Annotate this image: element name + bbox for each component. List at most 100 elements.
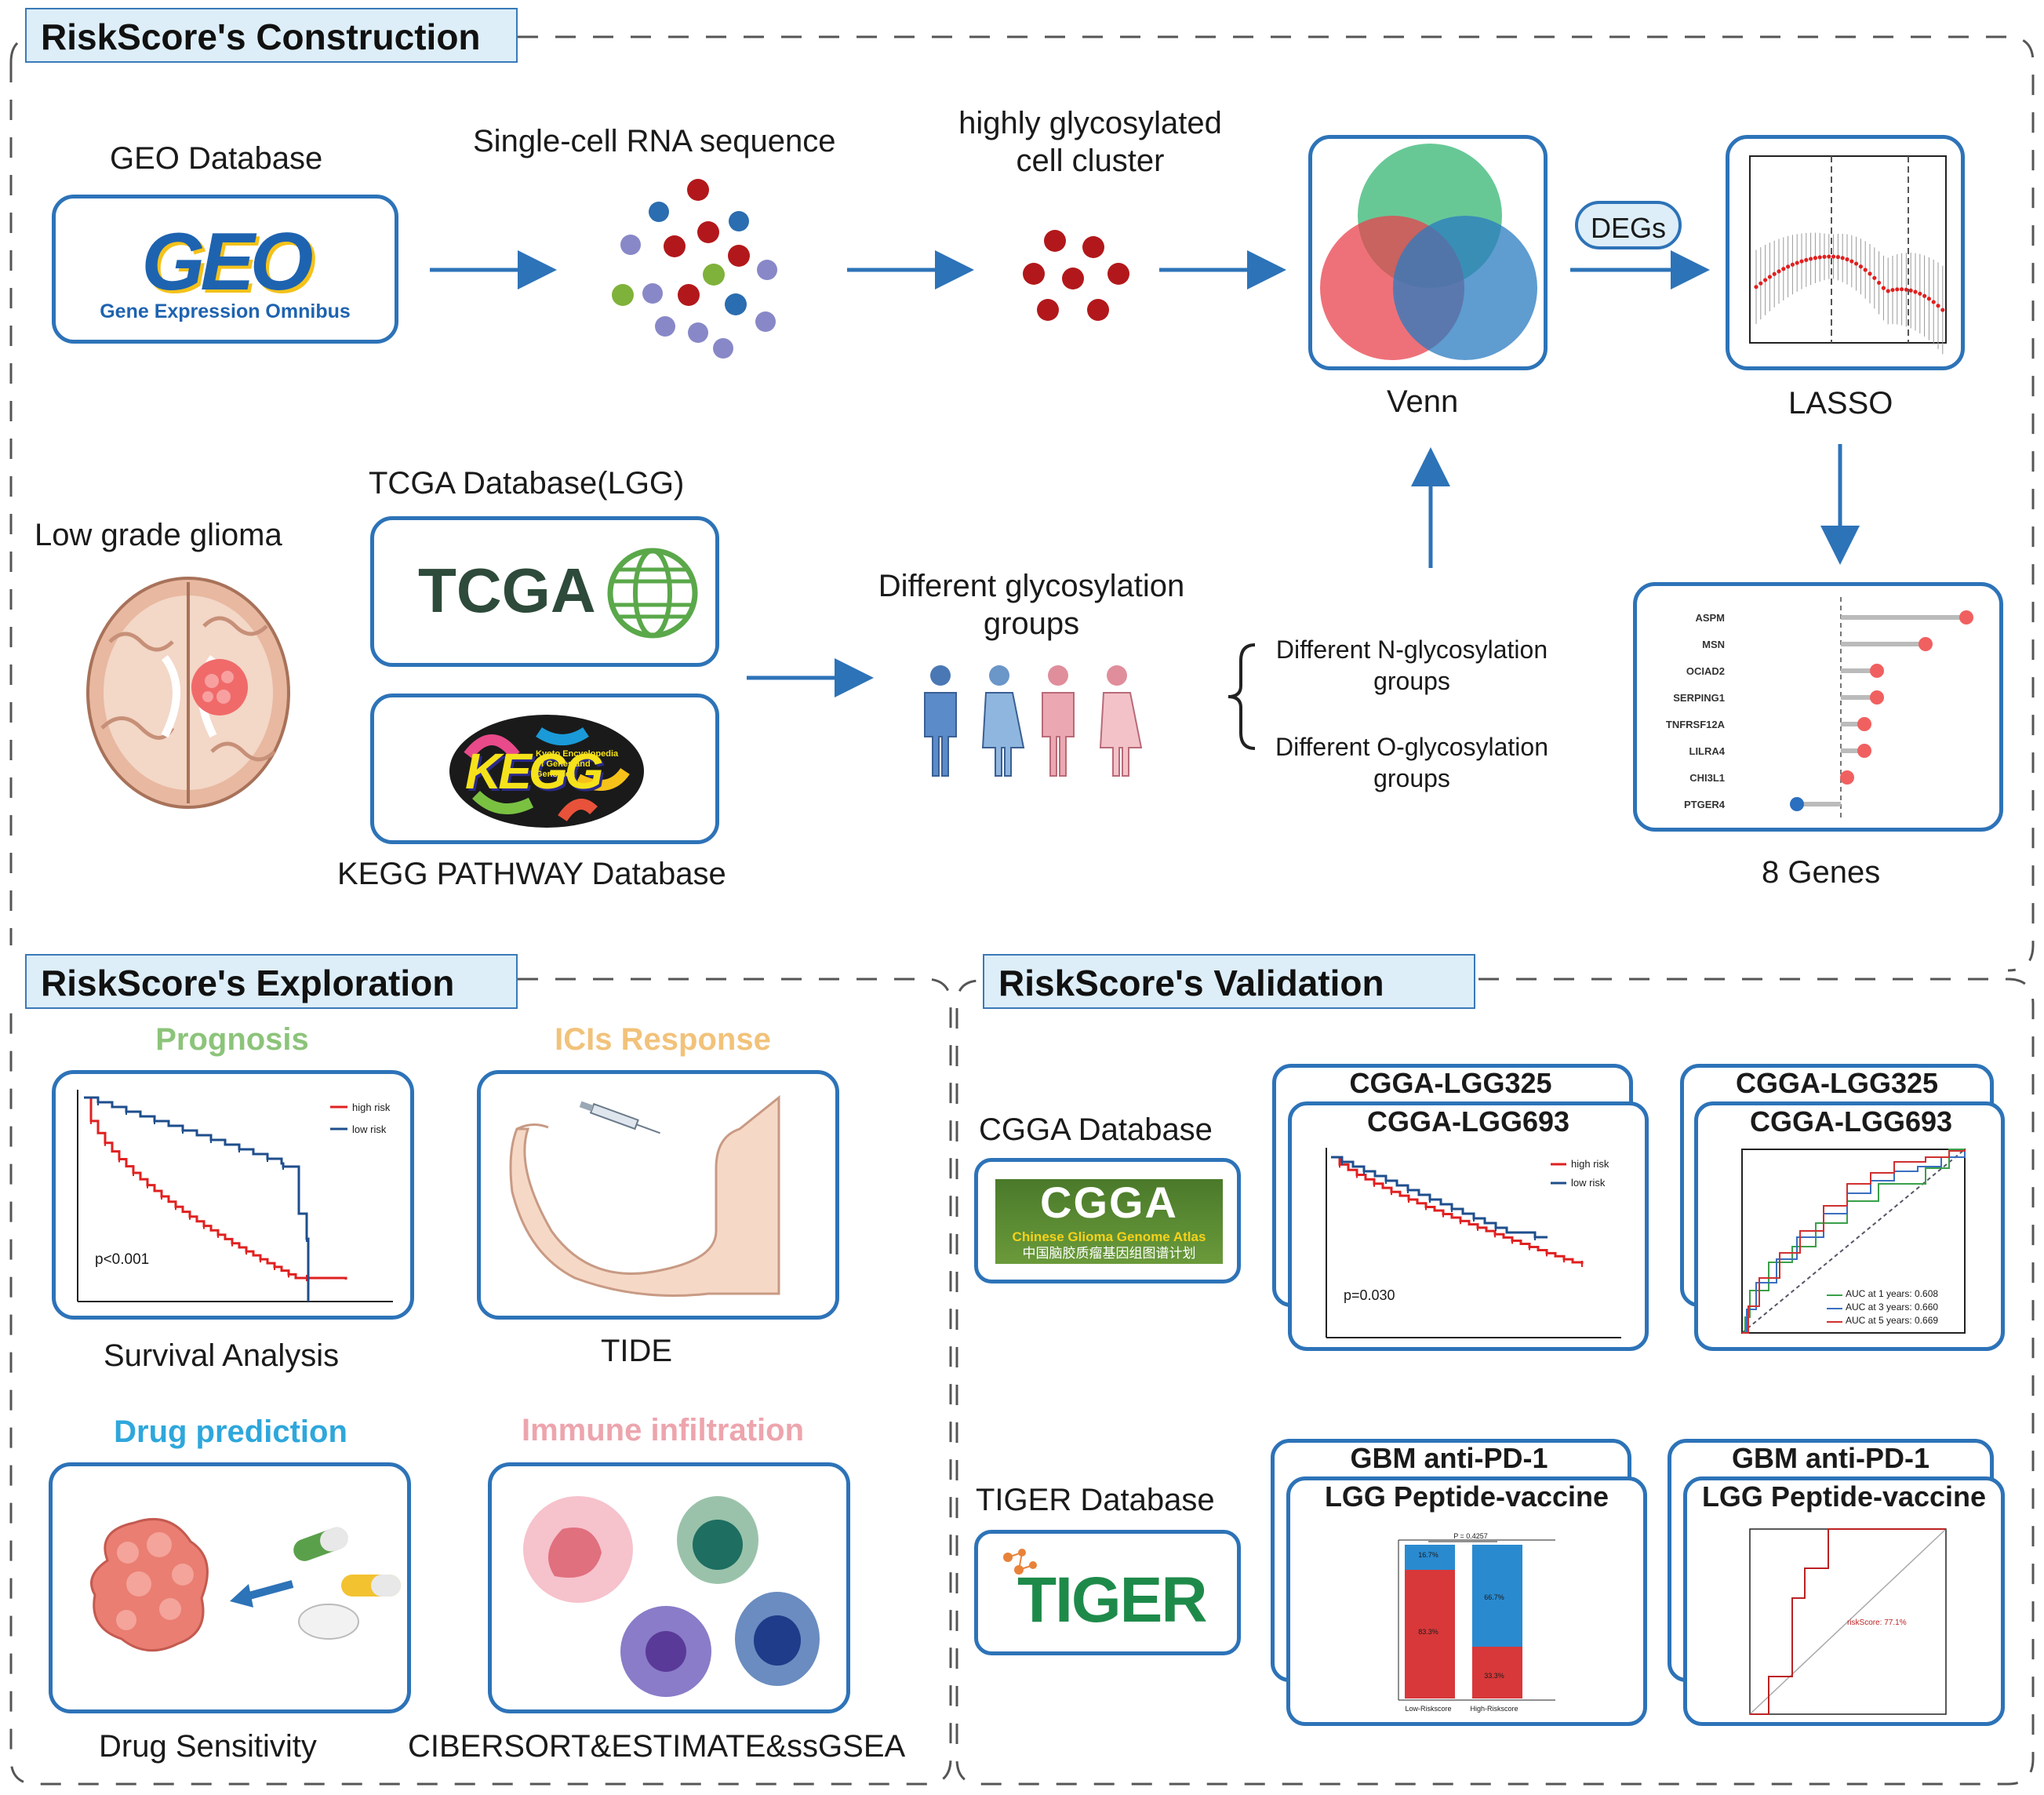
people-icons <box>924 665 1143 777</box>
prognosis-title: Prognosis <box>155 1022 309 1057</box>
groups-label-line1: Different glycosylation <box>878 569 1185 603</box>
km-survival-plot <box>77 1090 393 1302</box>
cgga-roc-plot <box>1741 1149 1966 1334</box>
tiger-roc-curve <box>1750 1528 1946 1715</box>
exploration-section-title: RiskScore's Exploration <box>25 954 518 1009</box>
gene-point <box>1870 690 1884 705</box>
gene-label: PTGER4 <box>1684 799 1726 810</box>
lasso-plot <box>1749 155 1947 355</box>
tcga-logo-box: TCGA <box>370 516 719 667</box>
groups-label-line2: groups <box>983 606 1080 641</box>
cgga-km-legend-low: low risk <box>1571 1177 1606 1189</box>
genes-label: 8 Genes <box>1762 855 1881 890</box>
cgga-km-plot <box>1326 1148 1621 1338</box>
cgga-km-front-title: CGGA-LGG693 <box>1366 1105 1570 1138</box>
tiger-logo-icon <box>1003 1549 1037 1575</box>
cgga-logo-text: CGGA <box>1040 1178 1178 1227</box>
lasso-point <box>1877 280 1882 286</box>
lasso-point <box>1767 275 1772 279</box>
tiger-logo-text: TIGER <box>1017 1564 1208 1636</box>
geo-logo-subtitle: Gene Expression Omnibus <box>100 300 351 322</box>
cgga-logo-subtitle-cn: 中国脑胶质瘤基因组图谱计划 <box>1022 1246 1196 1261</box>
lasso-point <box>1908 288 1913 293</box>
kegg-label: KEGG PATHWAY Database <box>337 857 726 891</box>
bar-high-bottom-pct: 33.3% <box>1484 1672 1504 1680</box>
cgga-km-p-value: p=0.030 <box>1344 1287 1395 1303</box>
lasso-point <box>1809 257 1813 261</box>
degs-badge: DEGs <box>1575 201 1682 249</box>
roc-legend-1: AUC at 1 years: 0.608 <box>1846 1288 1939 1299</box>
gene-point <box>1857 744 1871 758</box>
lasso-point <box>1790 262 1795 267</box>
lasso-point <box>1895 287 1900 292</box>
tiger-bar-front-card: LGG Peptide-vaccine P = 0.4257 16.7% 83.… <box>1286 1476 1647 1726</box>
lasso-point <box>1872 275 1877 280</box>
single-cell-dots <box>612 179 777 359</box>
o-glycosylation-line2: groups <box>1373 764 1450 792</box>
tiger-logo-box: TIGER <box>974 1530 1241 1655</box>
cgga-km-high-risk-curve <box>1331 1156 1584 1264</box>
cgga-logo-box: CGGA Chinese Glioma Genome Atlas 中国脑胶质瘤基… <box>974 1158 1241 1283</box>
gene-label: SERPING1 <box>1673 692 1725 704</box>
gene-point <box>1870 664 1884 678</box>
geo-logo: GEO <box>141 217 313 308</box>
roc-curve-3 <box>1742 1149 1966 1334</box>
lasso-point <box>1900 287 1904 292</box>
drug-tumor-illustration <box>90 1517 401 1652</box>
lasso-point <box>1840 256 1845 260</box>
drug-sensitivity-label: Drug Sensitivity <box>99 1729 317 1764</box>
tiger-database-label: TIGER Database <box>976 1483 1215 1517</box>
validation-section-title: RiskScore's Validation <box>983 954 1475 1009</box>
lasso-point <box>1936 304 1940 308</box>
cgga-database-label: CGGA Database <box>979 1112 1213 1147</box>
lasso-point <box>1940 308 1945 312</box>
lasso-point <box>1804 257 1809 262</box>
lasso-point <box>1931 300 1936 304</box>
lasso-point <box>1868 271 1872 276</box>
lasso-point <box>1827 254 1831 259</box>
n-glycosylation-line1: Different N-glycosylation <box>1275 635 1548 664</box>
lasso-point <box>1758 281 1763 286</box>
lasso-point <box>1772 271 1777 276</box>
lasso-point <box>1777 269 1781 274</box>
lasso-point <box>1813 256 1817 260</box>
lasso-point <box>1795 260 1799 265</box>
km-legend-low: low risk <box>352 1123 387 1135</box>
tiger-bar-front-title: LGG Peptide-vaccine <box>1324 1480 1609 1513</box>
lasso-point <box>1922 293 1927 298</box>
degs-text: DEGs <box>1590 212 1666 244</box>
brain-illustration <box>86 577 290 809</box>
lasso-point <box>1913 289 1918 294</box>
lgg-label: Low grade glioma <box>35 518 282 552</box>
cluster-label-line2: cell cluster <box>1016 144 1165 178</box>
venn-label: Venn <box>1387 384 1459 419</box>
km-p-value: p<0.001 <box>95 1251 150 1268</box>
brace-icon <box>1227 643 1256 750</box>
kegg-logo <box>449 715 644 828</box>
lasso-point <box>1786 264 1791 269</box>
immune-cells-illustration <box>523 1496 820 1697</box>
lasso-point <box>1863 268 1868 272</box>
lasso-point <box>1799 259 1804 264</box>
bar-high-responder <box>1472 1545 1522 1647</box>
gene-label: TNFRSF12A <box>1666 719 1726 730</box>
roc-legend-3: AUC at 5 years: 0.669 <box>1846 1315 1939 1326</box>
bar-p-value: P = 0.4257 <box>1453 1532 1488 1540</box>
gene-point <box>1790 797 1804 811</box>
lasso-point <box>1831 254 1836 259</box>
cgga-km-back-title: CGGA-LGG325 <box>1349 1067 1552 1099</box>
gene-point <box>1857 717 1871 731</box>
lasso-point <box>1890 287 1895 293</box>
tiger-roc-plot <box>1749 1528 1947 1715</box>
bar-low-responder <box>1405 1545 1455 1570</box>
scrna-label: Single-cell RNA sequence <box>473 124 836 158</box>
kegg-logo-box: KEGG Kyoto Encyclopedia of Genes and Gen… <box>370 694 719 844</box>
km-low-risk-curve <box>84 1096 310 1302</box>
lasso-point <box>1881 286 1886 290</box>
km-legend-high: high risk <box>352 1101 391 1113</box>
tiger-roc-back-title: GBM anti-PD-1 <box>1732 1442 1929 1474</box>
gene-point <box>1840 770 1854 785</box>
tiger-response-bar-chart <box>1398 1539 1555 1701</box>
roc-curve-2 <box>1742 1149 1966 1334</box>
